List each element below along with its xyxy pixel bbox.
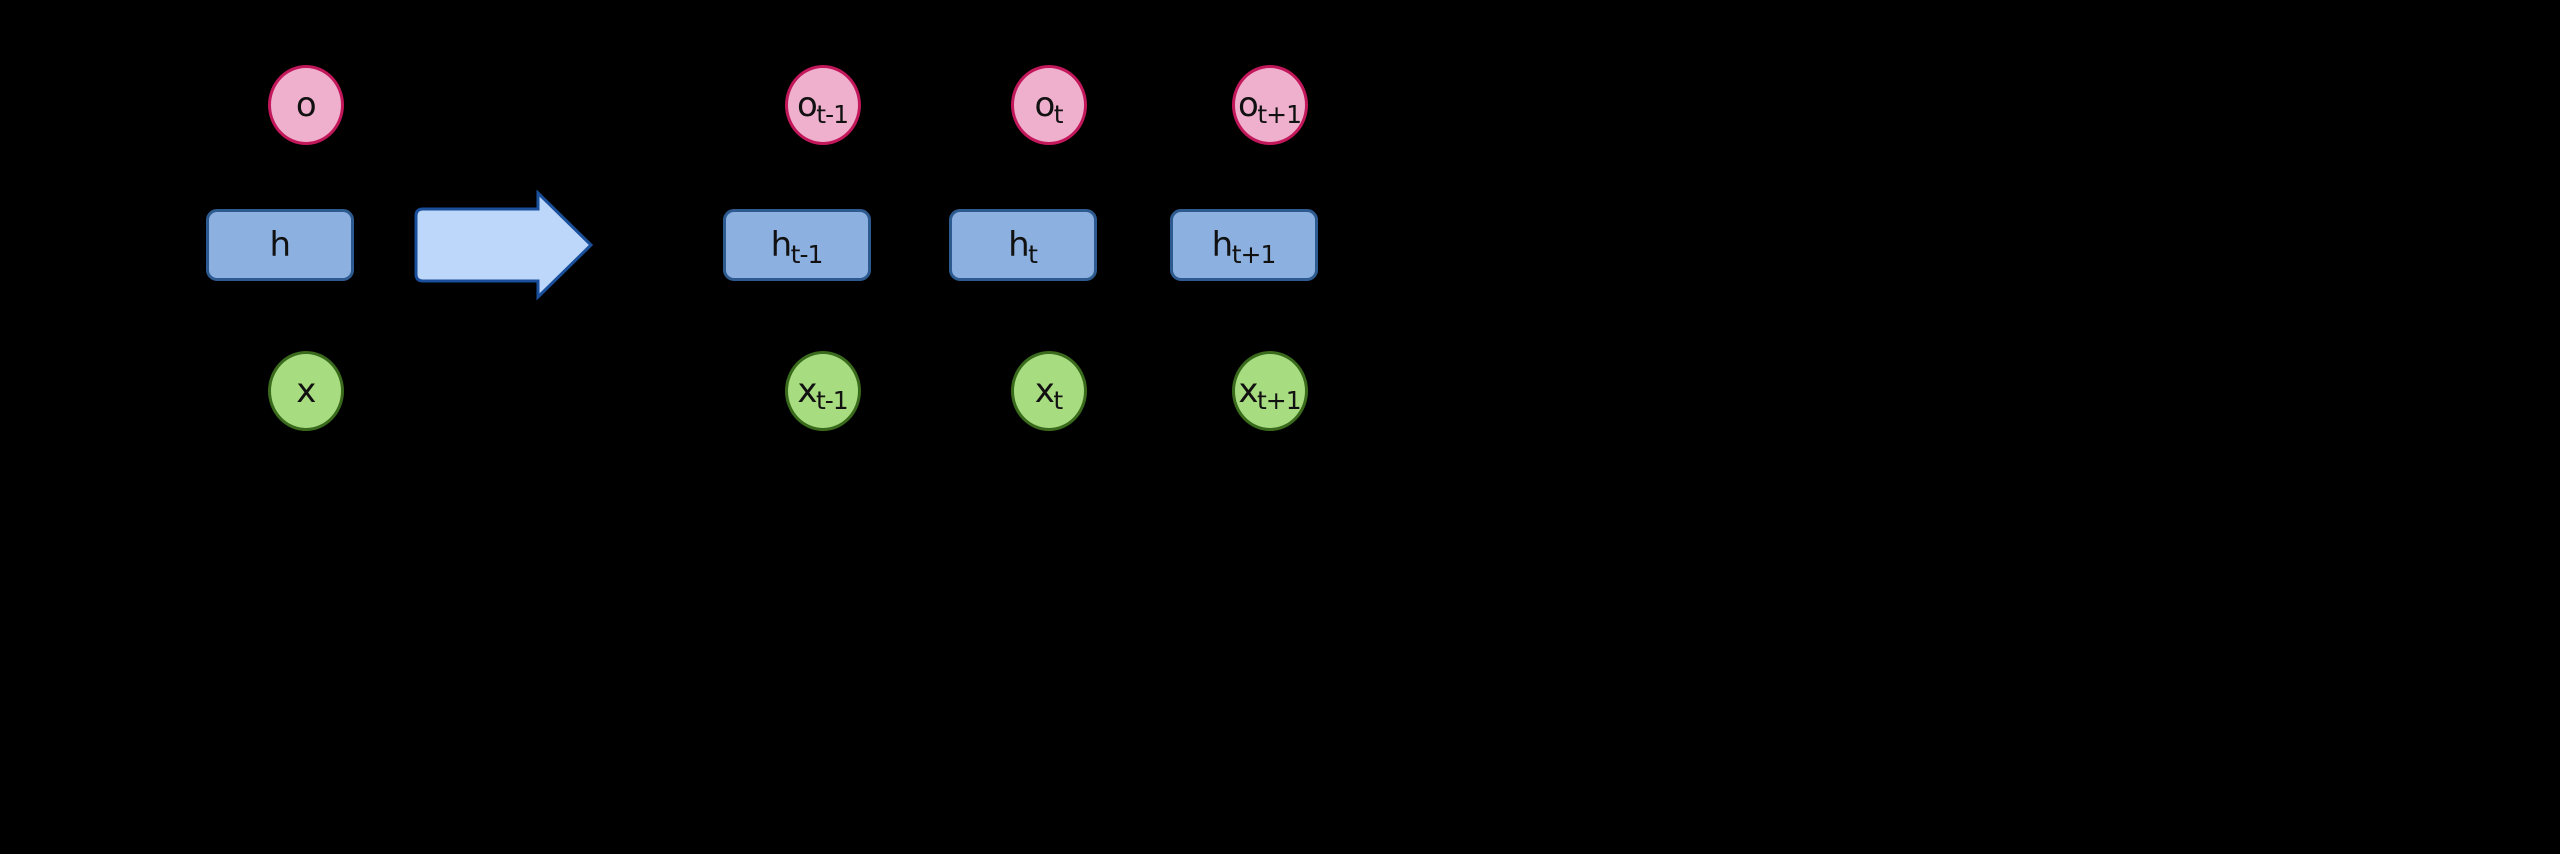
input-node-folded-label: x (296, 374, 316, 408)
output-node-t-1-label: ot-1 (796, 85, 849, 127)
output-node-t-plus-1-base: o (1238, 85, 1259, 125)
input-node-t-1[interactable]: xt-1 (785, 351, 861, 431)
hidden-node-t-plus-1-base: h (1211, 225, 1234, 265)
input-node-t-plus-1[interactable]: xt+1 (1232, 351, 1308, 431)
hidden-node-t-plus-1-label: ht+1 (1211, 225, 1277, 267)
right-arrow-icon (412, 190, 594, 300)
hidden-node-t-plus-1[interactable]: ht+1 (1170, 209, 1318, 281)
hidden-node-t-1[interactable]: ht-1 (723, 209, 871, 281)
input-node-t-base: x (1034, 371, 1055, 411)
hidden-node-t[interactable]: ht (949, 209, 1097, 281)
output-node-t-1[interactable]: ot-1 (785, 65, 861, 145)
hidden-node-t-1-subscript: t-1 (790, 240, 824, 269)
output-node-t-plus-1-subscript: t+1 (1257, 100, 1302, 129)
output-node-t-subscript: t (1053, 100, 1064, 129)
output-node-folded-base: o (295, 85, 317, 125)
input-node-t-label: xt (1034, 371, 1063, 413)
hidden-node-t-label: ht (1008, 225, 1038, 267)
input-node-t-plus-1-subscript: t+1 (1256, 386, 1302, 415)
output-node-folded[interactable]: o (268, 65, 344, 145)
output-node-t[interactable]: ot (1011, 65, 1087, 145)
input-node-t-subscript: t (1053, 386, 1063, 415)
output-node-t-label: ot (1034, 85, 1063, 127)
output-node-t-1-subscript: t-1 (816, 100, 849, 129)
input-node-t[interactable]: xt (1011, 351, 1087, 431)
hidden-node-t-plus-1-subscript: t+1 (1231, 240, 1277, 269)
output-node-t-base: o (1034, 85, 1055, 125)
output-node-folded-label: o (295, 85, 317, 125)
input-node-folded[interactable]: x (268, 351, 344, 431)
output-node-t-plus-1-label: ot+1 (1238, 85, 1302, 127)
hidden-node-folded-base: h (269, 225, 291, 265)
hidden-node-folded-label: h (269, 225, 291, 265)
input-node-t-1-subscript: t-1 (815, 386, 849, 415)
output-node-t-1-base: o (796, 85, 818, 125)
input-node-folded-base: x (296, 371, 316, 411)
input-node-t-1-label: xt-1 (797, 371, 848, 413)
hidden-node-folded[interactable]: h (206, 209, 354, 281)
hidden-node-t-1-label: ht-1 (770, 225, 824, 267)
hidden-node-t-1-base: h (770, 225, 793, 265)
input-node-t-1-base: x (797, 371, 817, 411)
hidden-node-t-base: h (1008, 225, 1030, 265)
hidden-node-t-subscript: t (1028, 240, 1038, 269)
input-node-t-plus-1-label: xt+1 (1238, 371, 1301, 413)
unfold-arrow (412, 190, 594, 300)
input-node-t-plus-1-base: x (1238, 371, 1258, 411)
output-node-t-plus-1[interactable]: ot+1 (1232, 65, 1308, 145)
